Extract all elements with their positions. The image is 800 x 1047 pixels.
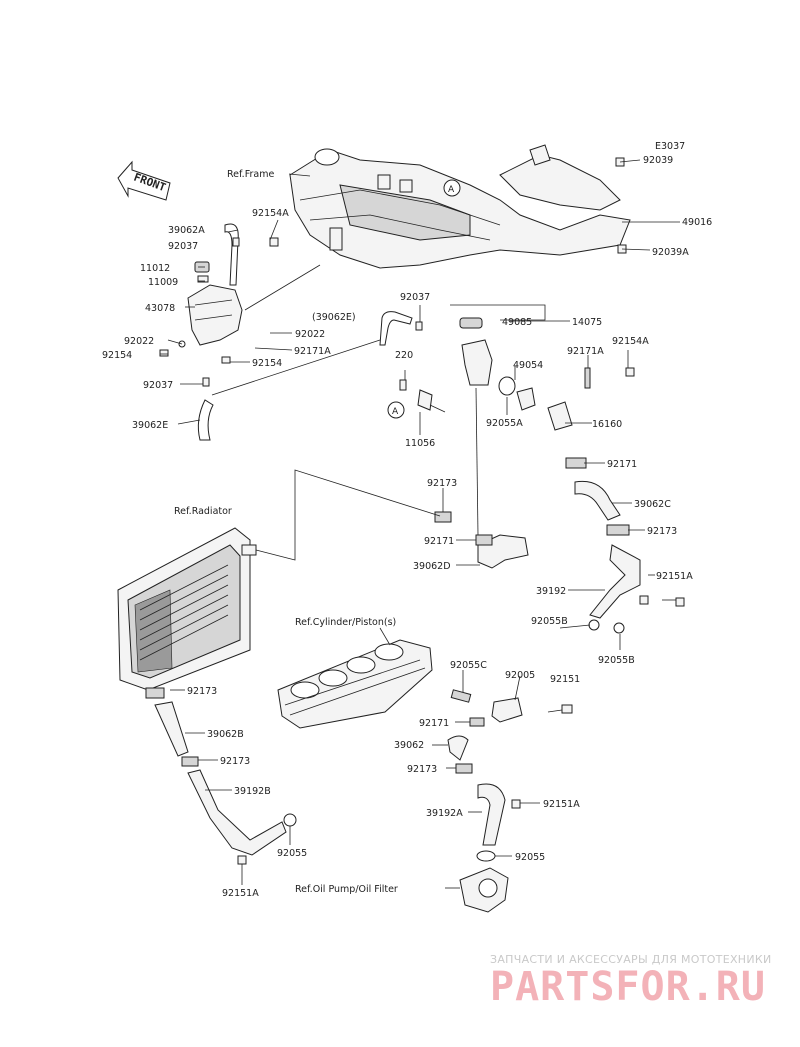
watermark-caption: ЗАПЧАСТИ И АКСЕССУАРЫ ДЛЯ МОТОТЕХНИКИ (490, 953, 772, 966)
part-label: 92039A (652, 247, 689, 258)
part-label: 92173 (407, 764, 437, 775)
part-label: 39192B (234, 786, 271, 797)
watermark-brand: PARTSFOR.RU (490, 964, 766, 1010)
ref-frame-label: Ref.Frame (227, 169, 274, 180)
part-label: 39192 (536, 586, 566, 597)
part-label: 39062D (413, 561, 451, 572)
part-label: 92037 (400, 292, 430, 303)
part-label: 11056 (405, 438, 435, 449)
part-label: 92039 (643, 155, 673, 166)
part-label: 16160 (592, 419, 622, 430)
part-label: 92151A (543, 799, 580, 810)
part-label: 39062 (394, 740, 424, 751)
part-label: 14075 (572, 317, 602, 328)
part-label: 92151 (550, 674, 580, 685)
part-label: 49085 (502, 317, 532, 328)
part-label: 92173 (427, 478, 457, 489)
code-label: E3037 (655, 141, 685, 152)
water-pipe-39192b (187, 769, 297, 865)
part-label: 92154A (252, 208, 289, 219)
part-label: 92055C (450, 660, 487, 671)
part-label: 49016 (682, 217, 712, 228)
part-label: 39062B (207, 729, 244, 740)
part-label: 92151A (656, 571, 693, 582)
thermostat-housing (379, 311, 591, 431)
part-label: 92171A (567, 346, 604, 357)
part-label: 92173 (187, 686, 217, 697)
part-label: 92171 (419, 718, 449, 729)
part-label: 92173 (647, 526, 677, 537)
part-label: 92171A (294, 346, 331, 357)
part-label: 220 (395, 350, 413, 361)
part-label: 39062A (168, 225, 205, 236)
part-label: 92005 (505, 670, 535, 681)
part-label: 43078 (145, 303, 175, 314)
part-label: 39062E (132, 420, 168, 431)
part-label: 92037 (168, 241, 198, 252)
part-label: 92171 (607, 459, 637, 470)
part-label: 92055B (531, 616, 568, 627)
svg-text:A: A (448, 185, 455, 195)
part-label: 92171 (424, 536, 454, 547)
ref-cylinder-label: Ref.Cylinder/Piston(s) (295, 617, 396, 628)
part-label: 92154A (612, 336, 649, 347)
front-arrow-icon: FRONT (117, 160, 171, 201)
hose-39062b (145, 687, 199, 767)
part-label: 92173 (220, 756, 250, 767)
hose-39062c (565, 457, 630, 536)
part-label: 92037 (143, 380, 173, 391)
part-label: 92055 (515, 852, 545, 863)
part-label: 92154 (102, 350, 132, 361)
hose-39062d (434, 511, 529, 569)
oil-pump (459, 867, 509, 913)
part-label: 92022 (124, 336, 154, 347)
part-label: 92151A (222, 888, 259, 899)
frame-illustration (289, 144, 631, 269)
callout-a-marker: A (387, 401, 405, 419)
svg-text:A: A (392, 407, 399, 417)
water-pipe-92005 (447, 689, 573, 774)
part-label: 11009 (148, 277, 178, 288)
part-label: 39062C (634, 499, 671, 510)
water-pipe-39192a (476, 783, 521, 862)
part-label: 11012 (140, 263, 170, 274)
leader-lines (160, 159, 680, 889)
part-label: 39192A (426, 808, 463, 819)
part-label: 92055A (486, 418, 523, 429)
part-label: 92055 (277, 848, 307, 859)
radiator (117, 527, 257, 691)
part-label: 92154 (252, 358, 282, 369)
callout-a-marker: A (443, 179, 461, 197)
watermark-logo: ЗАПЧАСТИ И АКСЕССУАРЫ ДЛЯ МОТОТЕХНИКИ PA… (490, 953, 772, 1010)
water-pipe-39192 (588, 544, 649, 634)
ref-oil-pump-label: Ref.Oil Pump/Oil Filter (295, 884, 398, 895)
part-labels: E3037 Ref.Frame 92039 49016 92039A 92154… (102, 141, 712, 899)
part-label: 92022 (295, 329, 325, 340)
cylinder-block (277, 639, 433, 729)
part-label: (39062E) (312, 312, 356, 323)
reservoir-tank (187, 223, 243, 441)
part-label: 92055B (598, 655, 635, 666)
ref-radiator-label: Ref.Radiator (174, 506, 232, 517)
part-label: 49054 (513, 360, 543, 371)
